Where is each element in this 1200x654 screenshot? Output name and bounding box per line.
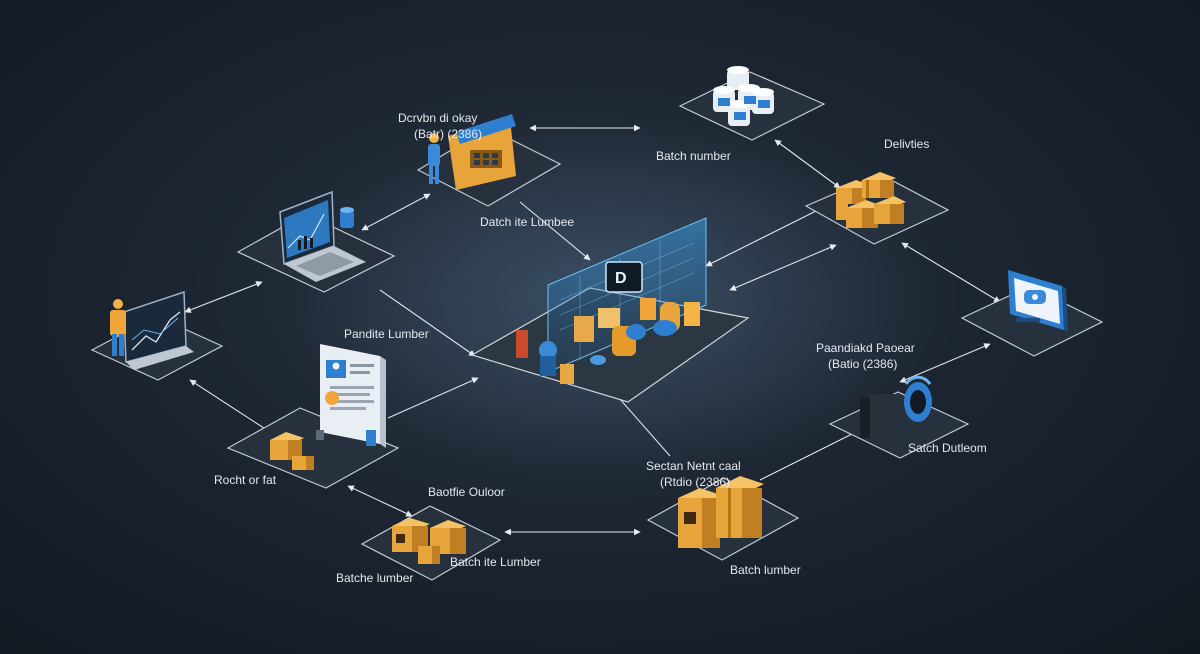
connectors	[184, 124, 1001, 536]
label-bottom-center-batch: Batch lumber	[730, 563, 801, 577]
connector-hub-shipment	[611, 389, 671, 457]
label-right-mid-1: Paandiakd Paoear	[816, 341, 915, 355]
scanner-node	[828, 375, 970, 459]
label-mid-left-batch: Pandite Lumber	[344, 327, 429, 341]
label-bottom-left-node: Rocht or fat	[214, 473, 277, 487]
connector-hub-crates-2	[729, 244, 837, 291]
monitor-node	[960, 270, 1104, 357]
hub-red-box	[516, 330, 528, 358]
cylinder-icon	[340, 207, 354, 228]
label-top-right-batch: Batch number	[656, 149, 731, 163]
package-icon	[392, 518, 466, 564]
text-labels: Dcrvbn di okay (Batr) (2386) Batch numbe…	[214, 111, 987, 585]
label-bottom-mid-right: Batch ite Lumber	[450, 555, 541, 569]
crates-node	[804, 172, 950, 245]
label-bottom-center-1: Sectan Netnt caal	[646, 459, 741, 473]
document-platform	[226, 407, 400, 489]
laptop-chart-icon	[279, 190, 366, 282]
label-top-center-2: (Batr) (2386)	[414, 127, 482, 141]
worker-figure	[428, 133, 440, 184]
connector-docs-package	[347, 485, 413, 517]
laptop-node	[236, 190, 396, 293]
label-right-mid-2: (Batio (2386)	[828, 357, 897, 371]
crates-icon	[836, 172, 906, 228]
central-hub: D	[470, 217, 750, 403]
document-node	[226, 344, 400, 489]
warehouse-folder-icon	[448, 114, 516, 190]
label-top-center-1: Dcrvbn di okay	[398, 111, 477, 125]
barrels-node	[678, 66, 826, 141]
worker-screen-icon	[123, 290, 194, 370]
connector-hub-crates	[705, 205, 827, 267]
scanner-icon	[860, 375, 932, 438]
connector-crates-monitor	[901, 242, 1001, 303]
document-profile-icon	[320, 344, 386, 448]
label-bottom-center-2: (Rtdio (2386)	[660, 475, 730, 489]
connector-scanner-monitor	[899, 343, 991, 383]
connector-warehouse-hub	[519, 201, 591, 261]
connector-laptop-warehouse	[361, 193, 431, 231]
connector-workstation-docs	[189, 379, 271, 433]
connector-docs-hub	[387, 377, 479, 419]
label-bottom-mid-left: Batche lumber	[336, 571, 413, 585]
svg-text:D: D	[615, 270, 627, 287]
crates-icon-small	[270, 430, 324, 470]
label-deliveries: Delivties	[884, 137, 929, 151]
connector-workstation-laptop	[184, 281, 263, 313]
label-batch-outer-right: Satch Dutleom	[908, 441, 987, 455]
package-node	[360, 505, 502, 581]
worker-figure-left	[110, 299, 126, 356]
connector-barrels-crates	[774, 139, 841, 189]
connector-shipment-scanner	[759, 429, 861, 481]
hologram-hub-icon: D	[605, 261, 643, 293]
label-bottom-mid-top: Baotfie Ouloor	[428, 485, 505, 499]
connector-laptop-hub	[379, 289, 476, 357]
shipment-node	[646, 476, 800, 561]
workstation-node	[90, 290, 224, 381]
warehouse-node	[416, 114, 562, 207]
barrels-icon	[713, 66, 774, 126]
monitor-icon	[1008, 270, 1068, 332]
label-dash-batch: Datch ite Lumbee	[480, 215, 574, 229]
shipment-boxes-icon	[678, 476, 764, 548]
